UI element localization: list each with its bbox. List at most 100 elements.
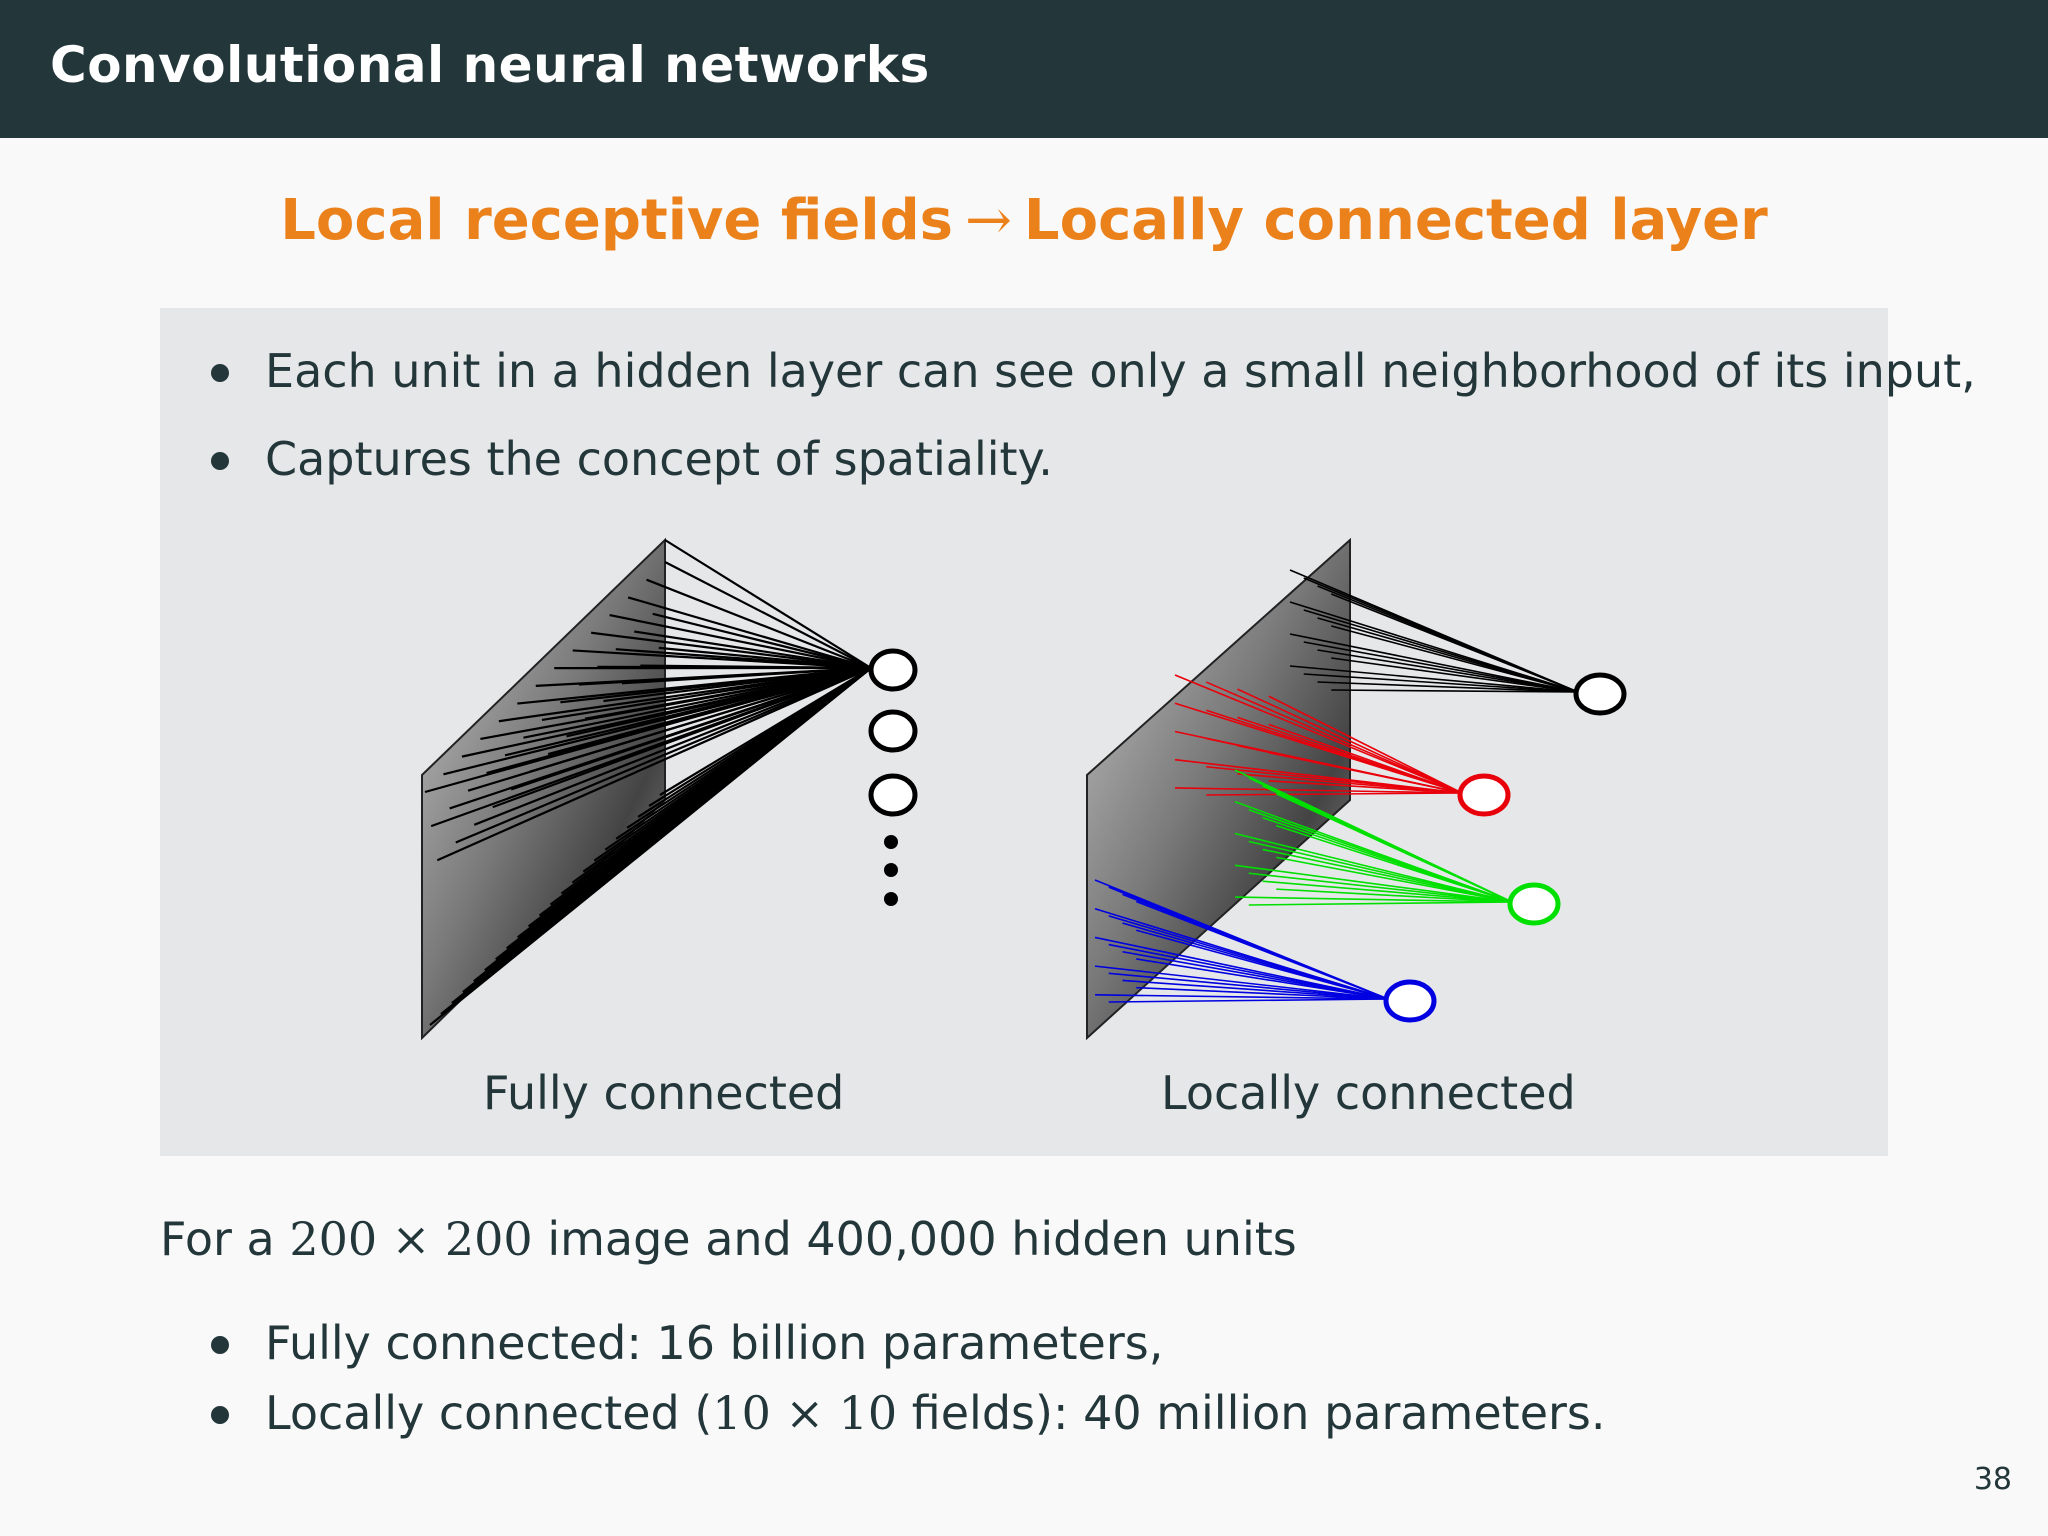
bullet-text: Fully connected: 16 billion parameters, xyxy=(265,1316,1164,1370)
connection-line xyxy=(1108,972,1389,1000)
connection-line xyxy=(1317,681,1579,693)
connection-line xyxy=(584,666,872,720)
ellipsis-dot xyxy=(884,835,898,849)
connection-line xyxy=(1289,665,1579,693)
connection-line xyxy=(1234,896,1513,903)
locally-hidden-units xyxy=(1383,672,1627,1023)
para-suffix: image and 400,000 hidden units xyxy=(532,1212,1297,1266)
connection-line xyxy=(603,666,872,703)
connection-line xyxy=(547,666,872,756)
connection-line xyxy=(640,664,872,670)
connection-line xyxy=(1276,824,1513,903)
bullet-dot xyxy=(211,1406,229,1424)
bullet-text: Captures the concept of spatiality. xyxy=(265,432,1053,486)
para-math: 200 × 200 xyxy=(289,1212,533,1266)
bullet-dot xyxy=(211,452,229,470)
connection-line xyxy=(1174,787,1463,794)
connection-line xyxy=(1136,958,1389,1000)
connection-line xyxy=(664,561,872,669)
connection-line xyxy=(591,631,872,670)
connection-line xyxy=(1276,856,1513,903)
header-bar: Convolutional neural networks xyxy=(0,0,2048,138)
connection-line xyxy=(1262,848,1513,903)
connection-line xyxy=(1206,792,1463,796)
connection-line xyxy=(1248,901,1513,906)
hidden-unit-black xyxy=(1573,672,1627,716)
connection-line xyxy=(510,666,872,791)
connection-line xyxy=(529,666,872,773)
connection-line xyxy=(1237,773,1463,794)
hidden-unit xyxy=(868,709,918,753)
connection-line xyxy=(1237,688,1463,794)
b2-math: 10 × 10 xyxy=(712,1386,898,1440)
fully-hidden-units xyxy=(868,648,918,906)
connection-line xyxy=(1262,880,1513,903)
subtitle-left: Local receptive fields xyxy=(280,188,953,253)
connection-line xyxy=(523,666,872,739)
connection-line xyxy=(1303,641,1579,693)
connection-line xyxy=(455,666,872,844)
connection-line xyxy=(1248,872,1513,903)
page-number: 38 xyxy=(1973,1462,2012,1497)
connection-line xyxy=(1331,689,1579,693)
bullet-text: Locally connected (10 × 10 fields): 40 m… xyxy=(265,1386,1606,1440)
connection-line xyxy=(646,578,872,670)
connection-line xyxy=(659,667,872,796)
connection-line xyxy=(436,666,872,862)
connection-line xyxy=(609,613,872,670)
subtitle-right: Locally connected layer xyxy=(1023,188,1768,253)
hidden-unit xyxy=(868,648,918,692)
connection-line xyxy=(634,630,872,670)
connection-line xyxy=(621,666,872,685)
hidden-unit-red xyxy=(1457,773,1511,817)
connection-line xyxy=(1094,965,1389,1000)
connection-line xyxy=(658,646,872,670)
connection-line xyxy=(1108,998,1389,1003)
connection-line xyxy=(1122,979,1389,1000)
bullet-text: Each unit in a hidden layer can see only… xyxy=(265,344,1976,398)
connection-line xyxy=(1268,780,1463,794)
ellipsis-dot xyxy=(884,892,898,906)
b2-prefix: Locally connected ( xyxy=(265,1386,713,1440)
connection-line xyxy=(1136,929,1389,1000)
connection-line xyxy=(1276,888,1513,903)
bullet-dot xyxy=(211,364,229,382)
connection-line xyxy=(1234,864,1513,903)
connection-line xyxy=(1122,950,1389,1000)
b2-suffix: fields): 40 million parameters. xyxy=(897,1386,1606,1440)
connection-line xyxy=(1331,625,1579,693)
connection-line xyxy=(1248,840,1513,903)
caption-locally-connected: Locally connected xyxy=(1161,1066,1576,1120)
subtitle-arrow: → xyxy=(965,188,1012,253)
content-block xyxy=(160,308,1888,1156)
hidden-unit-blue xyxy=(1383,979,1437,1023)
locally-connection-lines xyxy=(1094,569,1579,1003)
connection-line xyxy=(1268,695,1463,794)
hidden-unit xyxy=(868,773,918,817)
hidden-unit-green xyxy=(1507,882,1561,926)
connection-line xyxy=(627,596,872,670)
ellipsis-dot xyxy=(884,863,898,877)
connection-line xyxy=(1275,793,1513,903)
connection-line xyxy=(1268,751,1463,794)
slide-title: Convolutional neural networks xyxy=(50,36,930,94)
connection-line xyxy=(1174,674,1463,794)
connection-line xyxy=(1330,593,1579,693)
connection-line xyxy=(1205,681,1463,794)
para-prefix: For a xyxy=(160,1212,290,1266)
connection-line xyxy=(1303,673,1579,693)
slide-subtitle: Local receptive fields→Locally connected… xyxy=(0,188,2048,253)
connection-line xyxy=(1289,633,1579,693)
bullet-dot xyxy=(211,1336,229,1354)
connection-line xyxy=(1317,649,1579,693)
connection-line xyxy=(652,612,872,670)
connection-line xyxy=(1136,986,1389,1000)
connection-line xyxy=(473,666,872,826)
connection-line xyxy=(1268,723,1463,794)
summary-paragraph: For a 200 × 200 image and 400,000 hidden… xyxy=(160,1212,1297,1266)
connection-line xyxy=(664,539,872,669)
fully-connection-lines xyxy=(424,539,872,1026)
connection-line xyxy=(492,666,872,809)
connection-line xyxy=(1331,657,1579,693)
